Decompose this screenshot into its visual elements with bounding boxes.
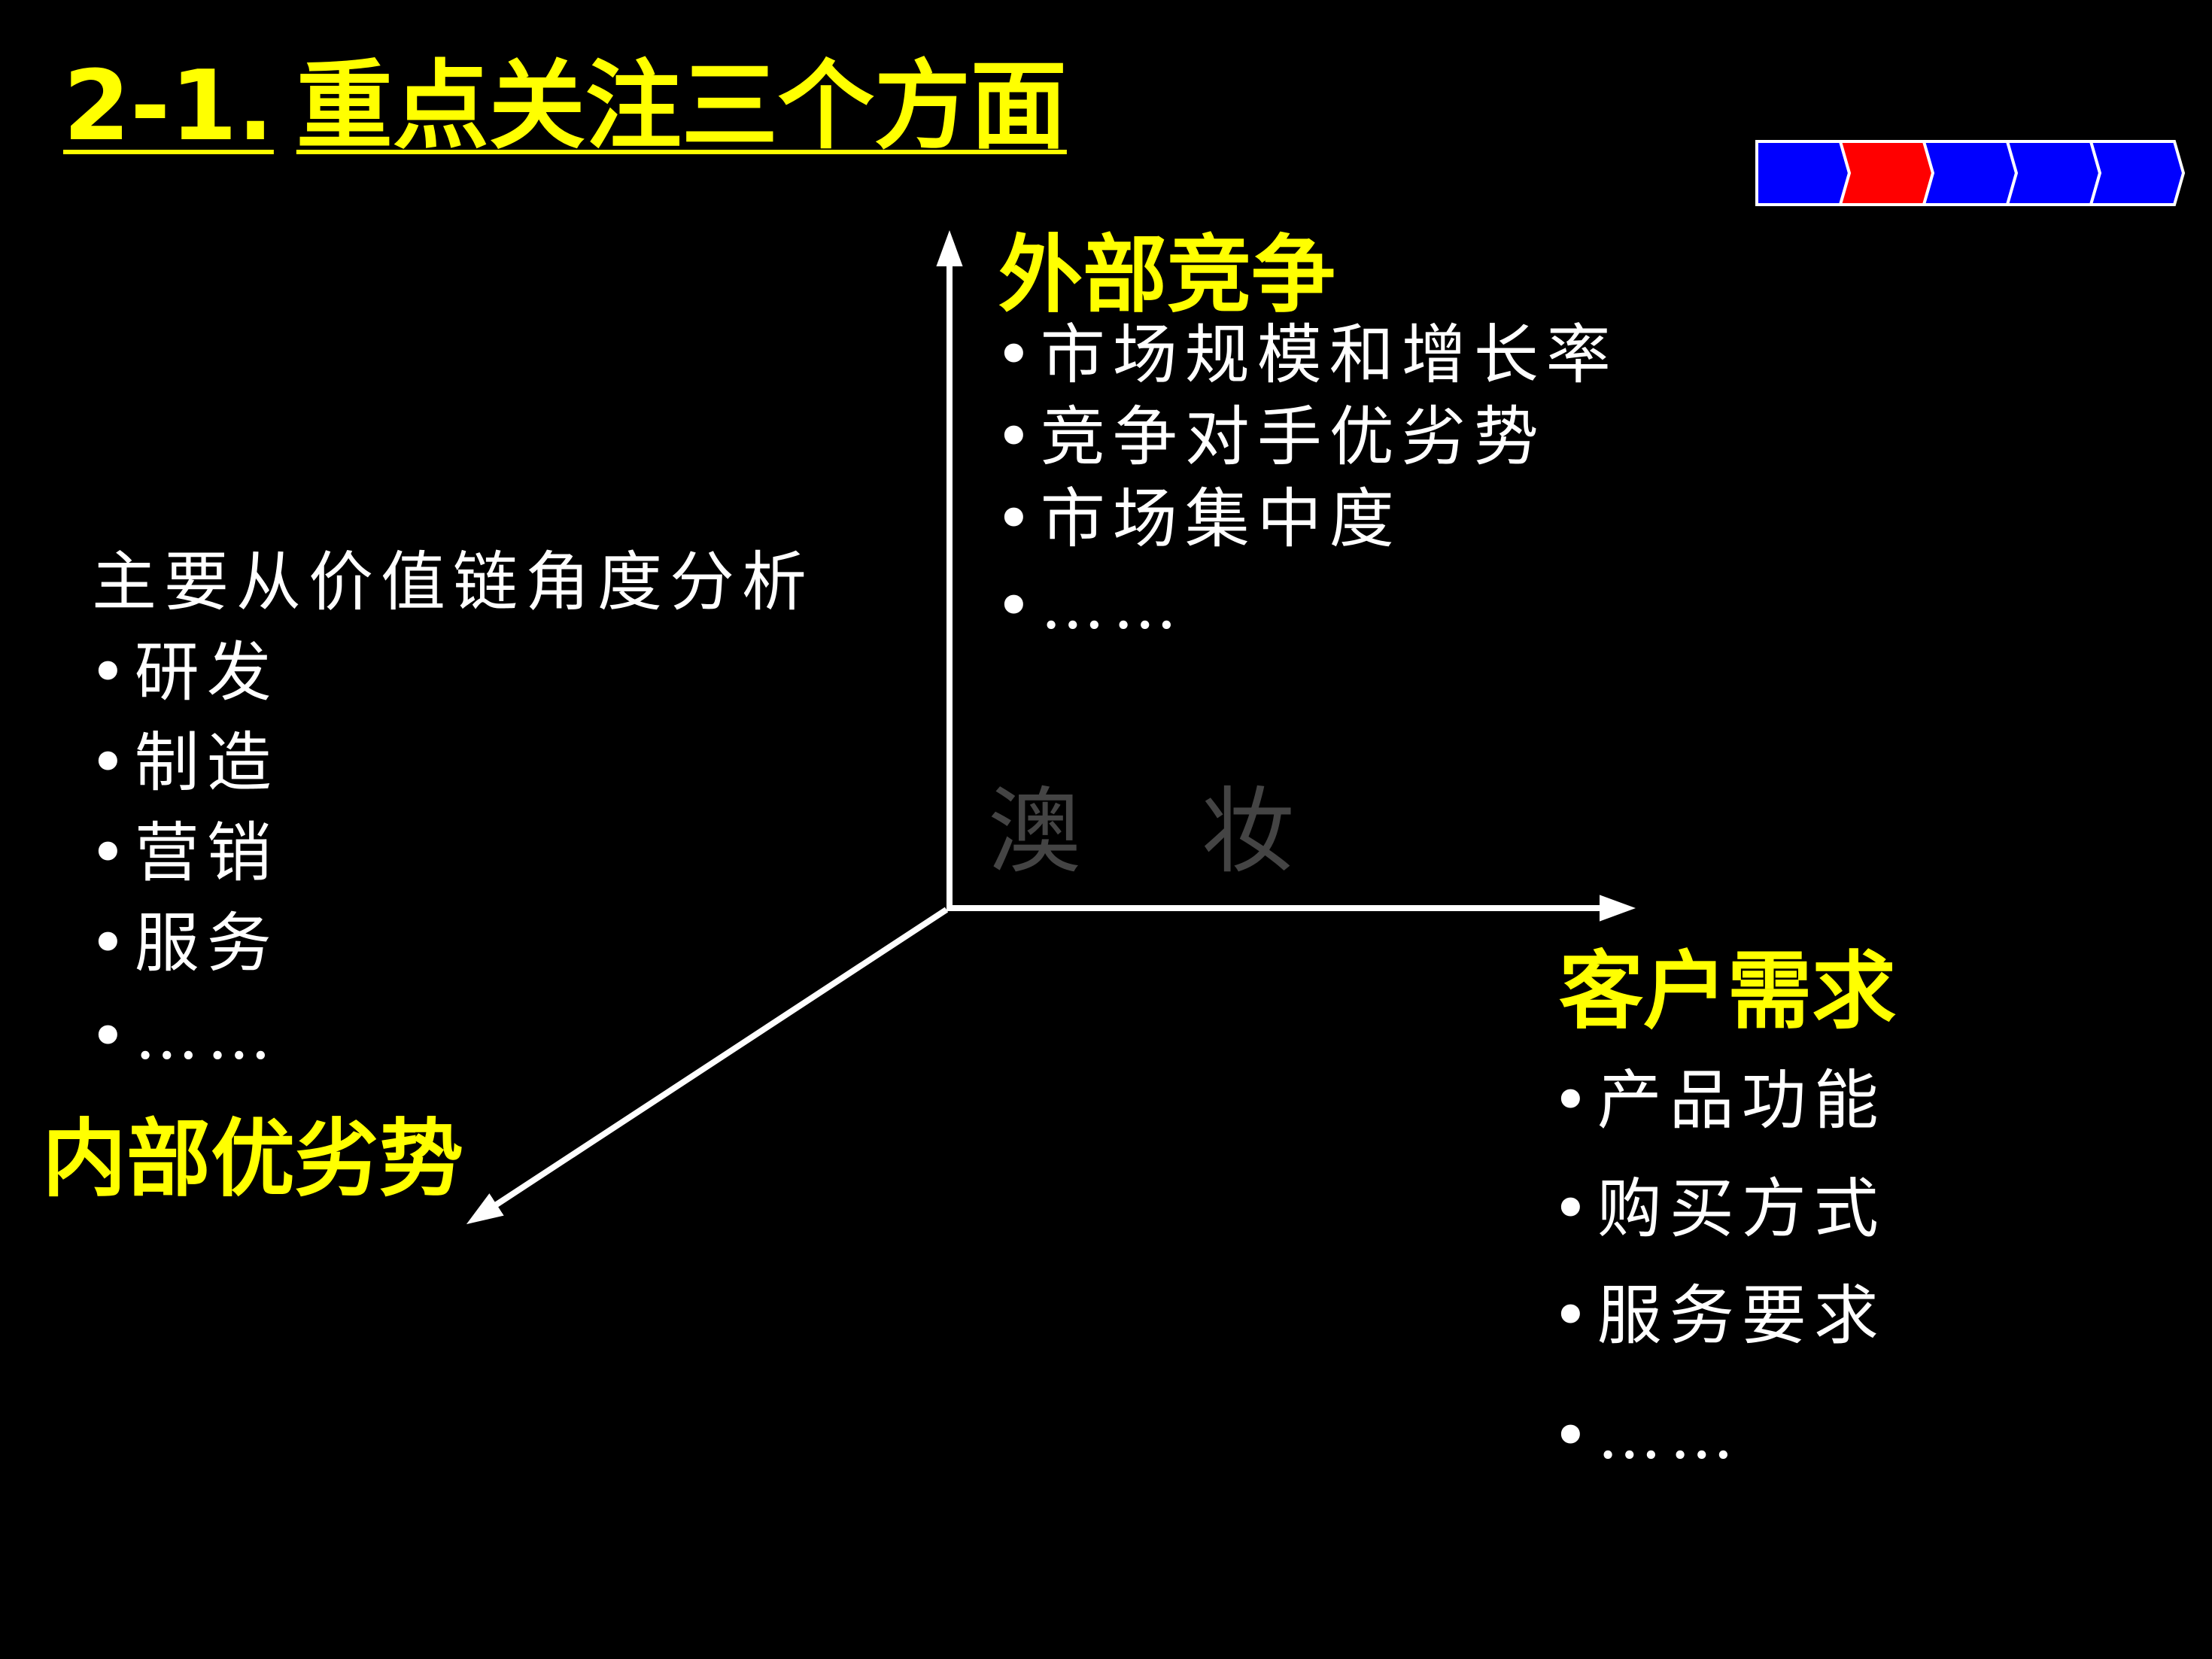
customer-heading: 客户需求: [1559, 943, 1896, 1041]
external-item: •竞争对手优劣势: [995, 400, 1546, 475]
internal-item: •研发: [89, 635, 279, 710]
progress-step-chevron: [2089, 140, 2186, 206]
internal-item: •制造: [89, 725, 279, 801]
title-number: 2-1.: [63, 50, 274, 163]
external-item: •……: [995, 569, 1185, 644]
progress-step-chevron: [1755, 140, 1852, 206]
internal-item: •服务: [89, 906, 279, 981]
internal-intro: 主要从价值链角度分析: [92, 545, 814, 620]
internal-item: •营销: [89, 816, 279, 891]
progress-step-chevron: [2005, 140, 2102, 206]
customer-item: •服务要求: [1551, 1278, 1886, 1354]
customer-item: •……: [1551, 1399, 1742, 1474]
progress-chevrons: [1755, 140, 2186, 206]
external-item: •市场规模和增长率: [995, 318, 1618, 393]
customer-item: •购买方式: [1551, 1171, 1886, 1247]
diagonal-axis-arrow: [466, 907, 949, 1225]
slide-title: 2-1.重点关注三个方面: [63, 59, 1067, 155]
internal-heading: 内部优劣势: [42, 1111, 463, 1208]
progress-step-chevron: [1838, 140, 1935, 206]
external-item: •市场集中度: [995, 482, 1402, 557]
customer-item: •产品功能: [1551, 1063, 1886, 1138]
progress-step-chevron: [1922, 140, 2019, 206]
internal-item: •……: [89, 999, 279, 1074]
external-heading: 外部竞争: [998, 226, 1335, 324]
title-text: 重点关注三个方面: [296, 50, 1067, 163]
watermark: 澳 妆: [988, 778, 1340, 886]
